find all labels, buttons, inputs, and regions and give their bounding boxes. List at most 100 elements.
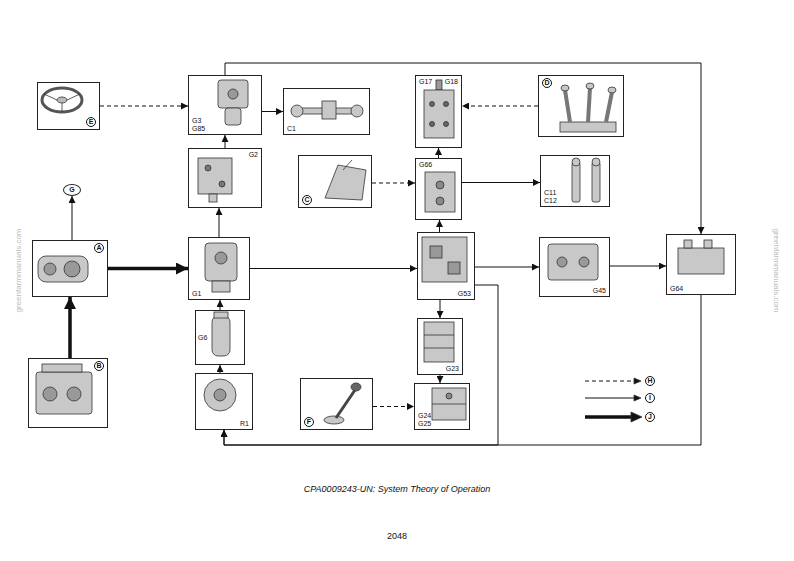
hydraulic-pump	[205, 243, 237, 281]
flow-arrow	[220, 365, 221, 373]
oil-filter	[214, 312, 228, 318]
priority-valve	[209, 194, 217, 202]
part-number: G53	[458, 290, 471, 297]
part-number: G1	[192, 290, 201, 297]
flow-arrow	[440, 375, 441, 383]
joystick	[324, 383, 361, 424]
control-levers	[588, 88, 590, 122]
legend-samples	[585, 381, 635, 382]
flow-arrow	[440, 300, 441, 318]
hitch-control	[343, 160, 352, 170]
flow-arrow	[262, 111, 283, 112]
control-valve	[430, 102, 435, 107]
remote-valves	[446, 393, 452, 399]
component-box: G3 G85	[188, 75, 262, 135]
part-number: G23	[446, 365, 459, 372]
flow-arrow	[108, 267, 188, 271]
valve-block	[579, 257, 589, 267]
engine	[67, 387, 81, 401]
component-box: G6	[195, 310, 245, 365]
transmission	[64, 261, 80, 277]
legend-key: I	[645, 393, 655, 403]
valve-block	[448, 262, 460, 274]
hitch-valve	[425, 172, 455, 212]
transmission	[38, 256, 88, 282]
valve-block	[548, 244, 598, 280]
component-box: C	[298, 155, 372, 208]
hitch-cylinders	[592, 162, 600, 202]
steering-wheel	[67, 94, 80, 100]
hitch-valve	[436, 197, 444, 205]
component-box: G2	[188, 148, 262, 208]
legend-samples	[631, 412, 642, 422]
steering-valve	[228, 89, 238, 99]
joystick	[336, 390, 355, 418]
legend-samples	[634, 378, 641, 384]
component-box: D	[538, 75, 624, 137]
flow-arrow	[225, 135, 226, 148]
callout-letter: E	[86, 117, 96, 127]
flow-arrow	[224, 285, 498, 445]
flow-arrow	[373, 406, 414, 407]
hydraulic-pump	[212, 281, 230, 292]
steering-valve	[218, 80, 248, 125]
legend-samples	[634, 395, 641, 401]
flow-arrow	[68, 297, 72, 358]
trailer-valve	[704, 240, 712, 248]
component-box: G1	[188, 237, 250, 300]
steering-wheel	[62, 103, 63, 112]
watermark: greenfarmmanuals.com	[771, 228, 780, 312]
flow-arrow	[462, 182, 540, 183]
part-number: G17	[419, 78, 432, 85]
steering-valve	[225, 108, 241, 125]
trailer-valve	[678, 248, 724, 274]
part-number: G64	[670, 285, 683, 292]
control-valve	[424, 90, 454, 138]
hydraulic-pump	[215, 252, 227, 264]
joystick	[351, 383, 361, 391]
control-valve	[424, 80, 454, 138]
steering-wheel	[44, 94, 57, 100]
priority-valve	[219, 181, 225, 187]
flow-arrow	[462, 106, 538, 107]
callout-letter: F	[304, 417, 314, 427]
hitch-valve	[425, 172, 455, 212]
component-box: E	[37, 82, 100, 130]
flow-arrow	[250, 268, 417, 269]
valve-block	[557, 257, 567, 267]
transmission	[44, 263, 56, 275]
hitch-cylinders	[572, 162, 580, 202]
control-valve	[444, 102, 449, 107]
charge-pump	[204, 379, 236, 411]
flow-arrow	[475, 267, 539, 268]
component-box: B	[28, 358, 108, 428]
component-box: C1	[283, 88, 370, 135]
legend-samples	[585, 378, 642, 422]
flow-arrow	[219, 208, 220, 237]
hitch-cylinders	[572, 158, 580, 166]
engine	[42, 364, 82, 372]
part-number: G6	[198, 334, 207, 341]
flow-arrow	[72, 196, 73, 240]
remote-valves	[432, 404, 466, 405]
valve-stack	[424, 322, 454, 362]
control-levers	[606, 92, 612, 122]
priority-valve	[205, 165, 211, 171]
component-box: C11 C12	[540, 155, 610, 207]
hitch-cylinders	[572, 158, 600, 202]
trailer-valve	[684, 240, 692, 248]
joystick	[324, 416, 344, 424]
flow-arrow	[224, 295, 701, 445]
valve-stack	[424, 335, 454, 336]
control-levers	[560, 122, 616, 132]
control-levers	[561, 85, 569, 91]
control-valve	[430, 122, 435, 127]
legend-samples	[585, 415, 632, 419]
valve-block	[430, 246, 442, 258]
valve-block	[422, 237, 467, 282]
steering-wheel	[42, 88, 82, 112]
part-number: G3 G85	[192, 117, 205, 132]
control-levers	[560, 83, 616, 132]
